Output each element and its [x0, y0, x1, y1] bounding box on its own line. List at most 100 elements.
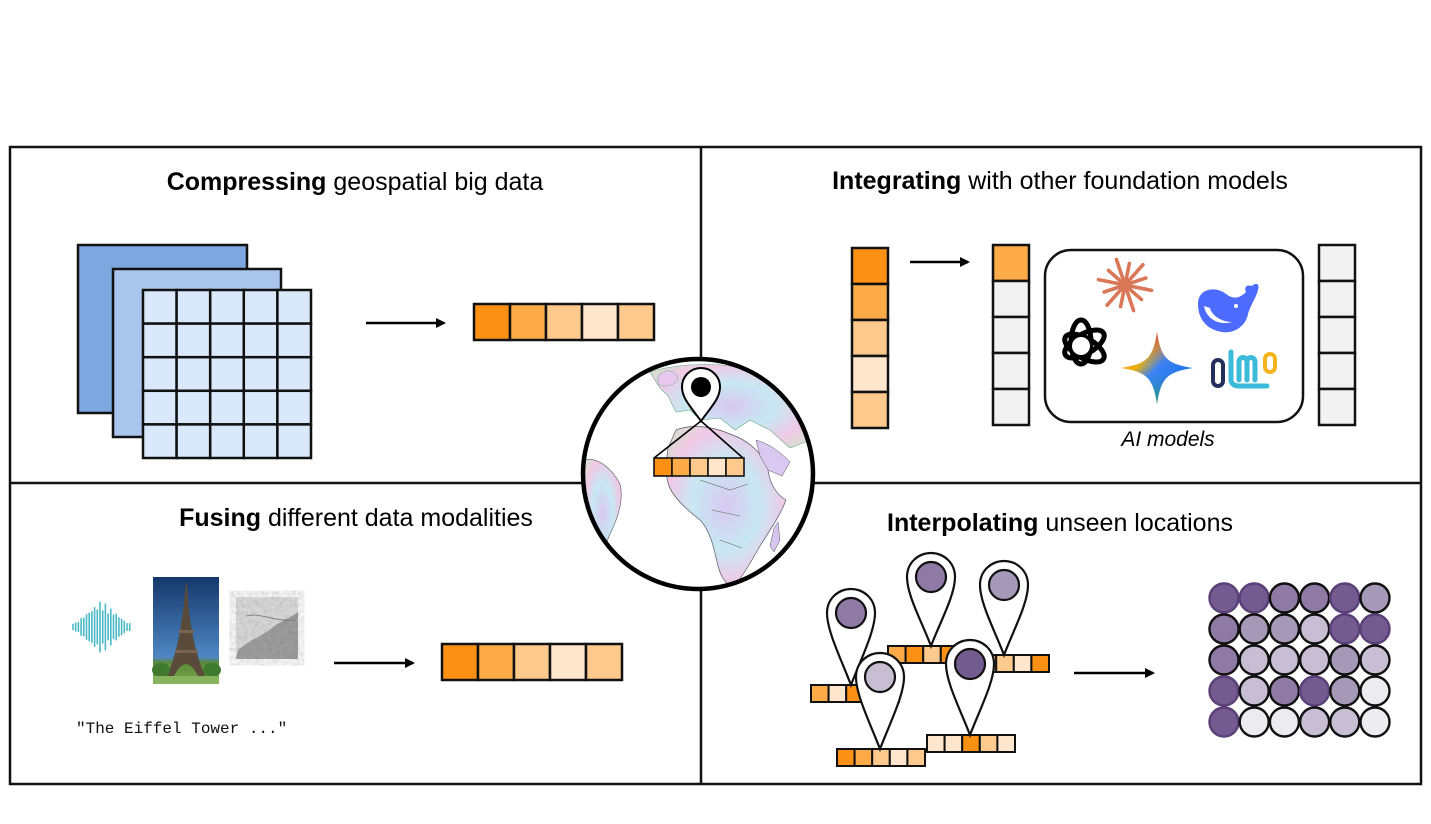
location-pin-icon — [944, 638, 996, 739]
raster-grid-cell — [276, 389, 313, 426]
location-pin-icon — [905, 551, 957, 650]
interpolated-cell — [1329, 706, 1361, 738]
raster-grid-cell — [208, 355, 246, 393]
interpolated-grid — [1208, 582, 1391, 738]
vector-cell — [853, 748, 874, 767]
raster-grid-cell — [208, 389, 246, 426]
interpolated-cell — [1298, 675, 1331, 707]
deepseek-logo-icon — [1198, 283, 1259, 333]
interpolated-cell — [1268, 675, 1301, 707]
vector-cell — [888, 748, 909, 767]
interpolated-cell — [1208, 675, 1240, 707]
vector-cell — [689, 457, 709, 477]
claude-logo-icon — [1096, 257, 1154, 313]
interpolated-cell — [1268, 582, 1301, 614]
interpolated-cell — [1208, 644, 1240, 676]
raster-grid-cell — [175, 288, 212, 325]
interpolated-cell — [1298, 644, 1331, 676]
vector-cell — [548, 642, 588, 682]
interpolated-cell — [1268, 613, 1301, 645]
vector-cell — [978, 734, 999, 753]
interpolated-cell — [1208, 613, 1240, 645]
embedding-vector — [472, 302, 656, 342]
raster-grid-cell — [175, 423, 212, 460]
vector-cell — [1012, 654, 1033, 673]
panel-fusing: Fusing different data modalities "The Ei… — [72, 504, 624, 738]
vector-cell — [653, 457, 673, 477]
interpolated-cell — [1359, 675, 1391, 707]
title-bold: Fusing — [179, 504, 261, 532]
vector-cell — [1317, 279, 1357, 319]
pin-value-dot — [987, 568, 1021, 602]
claude-ray — [1118, 283, 1127, 309]
title-rest: different data modalities — [261, 504, 533, 532]
claude-ray — [1123, 283, 1144, 302]
vector-cell — [995, 654, 1015, 673]
text-modality-sample: "The Eiffel Tower ..." — [76, 720, 287, 738]
openai-logo-icon — [1062, 317, 1107, 367]
interpolated-cell — [1268, 644, 1301, 676]
location-pin-icon — [825, 587, 877, 689]
interpolated-cell — [1298, 613, 1331, 645]
input-embedding-vector — [850, 246, 890, 430]
claude-ray — [1123, 276, 1148, 287]
raster-grid-cell — [242, 423, 279, 460]
vector-cell — [1317, 315, 1357, 355]
vector-cell — [472, 302, 512, 342]
raster-grid-cell — [276, 322, 313, 359]
vector-cell — [1317, 387, 1357, 427]
interpolated-cell — [1298, 706, 1331, 738]
interpolated-cell — [1359, 644, 1391, 676]
raster-grid-cell — [141, 355, 178, 393]
raster-layer-stack-icon — [76, 243, 313, 460]
ai-models-label: AI models — [1119, 428, 1215, 451]
claude-ray — [1123, 261, 1132, 287]
claude-ray — [1123, 262, 1145, 287]
vector-cell — [476, 642, 516, 682]
raster-grid-cell — [175, 389, 212, 426]
vector-cell — [922, 645, 942, 664]
vector-cell — [1317, 243, 1357, 283]
panel-title-interpolating: Interpolating unseen locations — [887, 509, 1233, 537]
raster-grid-cell — [141, 322, 178, 359]
raster-grid-cell — [141, 423, 178, 460]
vector-cell — [991, 387, 1031, 427]
pin-value-dot — [863, 660, 897, 694]
interpolated-cell — [1329, 582, 1361, 614]
interpolated-cell — [1208, 582, 1240, 614]
raster-grid-cell — [175, 322, 212, 359]
vector-cell — [850, 282, 890, 322]
title-bold: Compressing — [167, 168, 327, 196]
globe-outline — [580, 356, 816, 592]
raster-grid-cell — [242, 288, 279, 325]
claude-ray — [1114, 257, 1127, 287]
vector-cell — [616, 302, 656, 342]
interpolated-cell — [1208, 706, 1240, 738]
claude-ray — [1106, 268, 1127, 287]
vector-cell — [584, 642, 624, 682]
vector-cell — [671, 457, 691, 477]
interpolated-cell — [1238, 644, 1270, 676]
vector-cell — [991, 315, 1031, 355]
interpolated-cell — [1238, 613, 1270, 645]
vector-cell — [508, 302, 548, 342]
claude-ray — [1096, 277, 1127, 287]
vector-cell — [996, 734, 1017, 753]
raster-grid-cell — [276, 288, 313, 325]
title-rest: unseen locations — [1038, 509, 1233, 537]
satellite-image — [236, 597, 298, 659]
raster-grid-cell — [208, 322, 246, 359]
vector-cell — [810, 684, 830, 703]
claude-ray — [1123, 283, 1154, 293]
raster-grid-cell — [242, 389, 279, 426]
raster-grid-cell — [242, 355, 279, 393]
pin-embedding-vector — [836, 748, 927, 767]
vector-cell — [943, 734, 964, 753]
output-embedding-vector — [1317, 243, 1357, 427]
interpolated-cell — [1298, 582, 1331, 614]
title-bold: Interpolating — [887, 509, 1038, 537]
pin-embedding-vector — [926, 734, 1017, 753]
raster-grid-cell — [242, 322, 279, 359]
claude-ray — [1102, 283, 1127, 294]
